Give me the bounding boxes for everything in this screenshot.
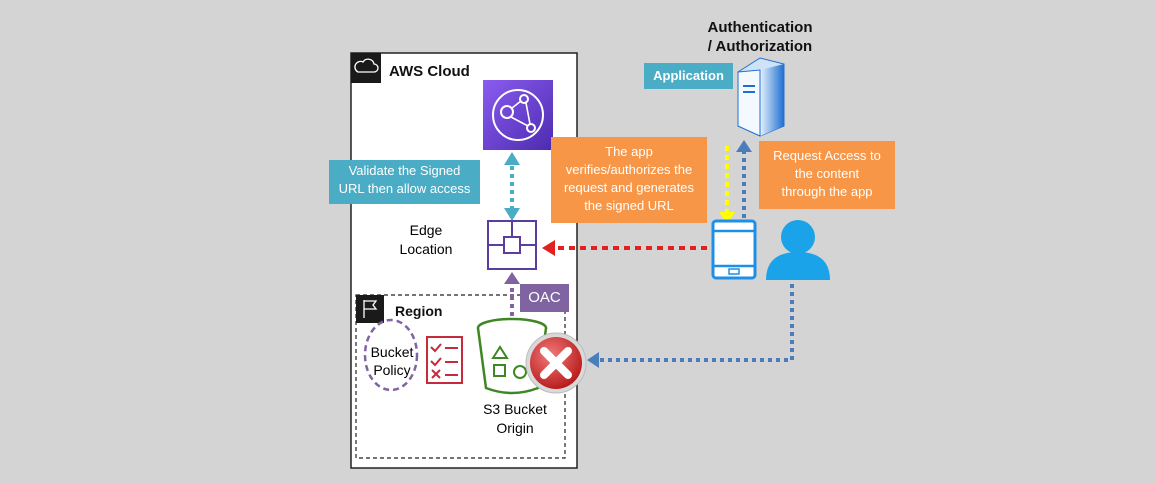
checklist-icon bbox=[426, 336, 463, 384]
app-line4: the signed URL bbox=[584, 198, 674, 213]
app-line3: request and generates bbox=[563, 180, 695, 195]
direct-access-path bbox=[598, 284, 794, 362]
s3-bucket-line1: S3 Bucket bbox=[483, 401, 547, 417]
bucket-policy-line1: Bucket bbox=[370, 344, 414, 360]
request-note: Request Access to the content through th… bbox=[759, 141, 895, 209]
bucket-policy-label: Bucket Policy bbox=[367, 343, 417, 379]
edge-location-line2: Location bbox=[399, 241, 453, 257]
edge-location-label: Edge Location bbox=[388, 221, 464, 259]
request-line1: Request Access to bbox=[773, 148, 881, 163]
edge-location-line1: Edge bbox=[409, 222, 443, 238]
s3-bucket-label: S3 Bucket Origin bbox=[472, 400, 558, 438]
server-icon bbox=[737, 57, 785, 137]
cloud-icon bbox=[351, 53, 381, 83]
validate-line1: Validate the Signed bbox=[348, 163, 461, 178]
cloudfront-icon bbox=[483, 80, 553, 150]
bucket-policy-line2: Policy bbox=[373, 362, 411, 378]
tablet-icon bbox=[711, 219, 757, 280]
app-line2: verifies/authorizes the bbox=[565, 162, 693, 177]
validate-line2: URL then allow access bbox=[338, 181, 471, 196]
application-label: Application bbox=[644, 63, 733, 89]
oac-label: OAC bbox=[520, 284, 569, 312]
app-note: The app verifies/authorizes the request … bbox=[551, 137, 707, 223]
request-line3: through the app bbox=[781, 184, 873, 199]
region-title: Region bbox=[395, 303, 443, 319]
edge-location-icon bbox=[487, 220, 537, 270]
validate-note: Validate the Signed URL then allow acces… bbox=[329, 160, 480, 204]
denied-x-icon bbox=[525, 332, 587, 394]
s3-bucket-line2: Origin bbox=[496, 420, 534, 436]
auth-title-line1: Authentication bbox=[707, 19, 813, 36]
auth-title-line2: / Authorization bbox=[707, 38, 813, 55]
bucket-policy-circle bbox=[363, 318, 419, 392]
aws-cloud-title: AWS Cloud bbox=[389, 63, 470, 80]
app-line1: The app bbox=[605, 144, 653, 159]
user-icon bbox=[766, 220, 830, 280]
request-line2: the content bbox=[794, 166, 860, 181]
